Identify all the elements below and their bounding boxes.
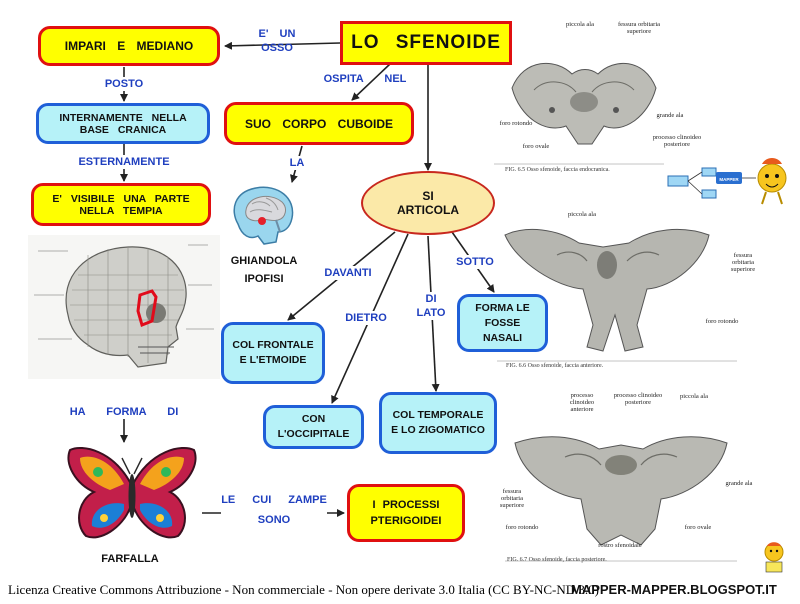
label-sotto: SOTTO	[454, 255, 496, 269]
license-text: Licenza Creative Commons Attribuzione - …	[8, 582, 599, 597]
fig1-label-piccola-ala: piccola ala	[566, 21, 594, 28]
fig3-label-foro-ovale: foro ovale	[684, 524, 712, 531]
fig3-label-grande-ala: grande ala	[725, 480, 753, 487]
mapper-mascot	[666, 150, 800, 208]
label-ha-forma-di: HA FORMA DI	[56, 405, 192, 419]
fig3-label-piccola-ala: piccola ala	[680, 393, 708, 400]
temporale-node: COL TEMPORALE E LO ZIGOMATICO	[379, 392, 497, 454]
figure-posterior	[505, 395, 737, 571]
fig2-label-piccola-ala: piccola ala	[568, 211, 596, 218]
title-node: LO SFENOIDE	[340, 21, 512, 65]
fig3-label-processo-posteriore: processo clinoideo posteriore	[613, 392, 663, 406]
butterfly-caption: FARFALLA	[101, 553, 159, 565]
site-link[interactable]: MAPPER-MAPPER.BLOGSPOT.IT	[571, 582, 777, 597]
mapper-badge: MAPPER	[719, 177, 739, 182]
butterfly-illustration	[64, 444, 200, 544]
fig1-caption: FIG. 6.5 Osso sfenoide, faccia endocrani…	[505, 167, 610, 173]
mapper-mascot-small	[760, 540, 788, 576]
arrow-title-to-corpo	[351, 63, 391, 101]
frontale-node: COL FRONTALE E L'ETMOIDE	[221, 322, 325, 384]
label-dietro: DIETRO	[344, 311, 388, 325]
articola-node: SI ARTICOLA	[361, 171, 495, 235]
nasali-node: FORMA LE FOSSE NASALI	[457, 294, 548, 352]
fig1-label-fessura: fessura orbitaria superiore	[617, 21, 661, 35]
fig3-caption: FIG. 6.7 Osso sfenoide, faccia posterior…	[507, 557, 607, 563]
label-di-lato: DI LATO	[414, 292, 448, 320]
label-e-un-osso: E' UN OSSO	[258, 28, 296, 54]
label-la: LA	[287, 156, 307, 170]
arrow-title-to-impari	[224, 41, 341, 50]
occipitale-node: CON L'OCCIPITALE	[263, 405, 364, 449]
fig1-label-foro-rotondo: foro rotondo	[499, 120, 533, 127]
label-ospita-nel: OSPITA NEL	[323, 73, 407, 85]
fig1-label-processo: processo clinoideo posteriore	[652, 134, 702, 148]
label-esternamente: ESTERNAMENTE	[68, 155, 180, 169]
processi-node: I PROCESSI PTERIGOIDEI	[347, 484, 465, 542]
visibile-node: E' VISIBILE UNA PARTE NELLA TEMPIA	[31, 183, 211, 226]
skull-illustration	[28, 235, 220, 379]
fig3-label-foro-rotondo: foro rotondo	[505, 524, 539, 531]
figure-endocranial	[494, 18, 664, 180]
impari-node: IMPARI E MEDIANO	[38, 26, 220, 66]
fig2-caption: FIG. 6.6 Osso sfenoide, faccia anteriore…	[506, 363, 604, 369]
label-davanti: DAVANTI	[321, 266, 375, 280]
internamente-node: INTERNAMENTE NELLA BASE CRANICA	[36, 103, 210, 144]
label-le-cui-zampe-sono: LE CUI ZAMPE SONO	[221, 490, 327, 530]
fig1-label-foro-ovale: foro ovale	[522, 143, 550, 150]
label-posto: POSTO	[98, 77, 150, 91]
hypophysis-illustration	[226, 184, 300, 250]
corpo-node: SUO CORPO CUBOIDE	[224, 102, 414, 145]
figure-anterior	[497, 205, 737, 377]
fig3-label-processo-anteriore: processo clinoideo anteriore	[569, 392, 595, 413]
fig1-label-grande-ala: grande ala	[656, 112, 684, 119]
fig3-label-rostro: rostro sfenoidale	[598, 542, 642, 549]
fig2-label-foro-rotondo: foro rotondo	[705, 318, 739, 325]
fig2-label-fessura: fessura orbitaria superiore	[730, 252, 756, 273]
fig3-label-fessura: fessura orbitaria superiore	[499, 488, 525, 509]
hypophysis-caption: GHIANDOLA IPOFISI	[230, 255, 298, 285]
